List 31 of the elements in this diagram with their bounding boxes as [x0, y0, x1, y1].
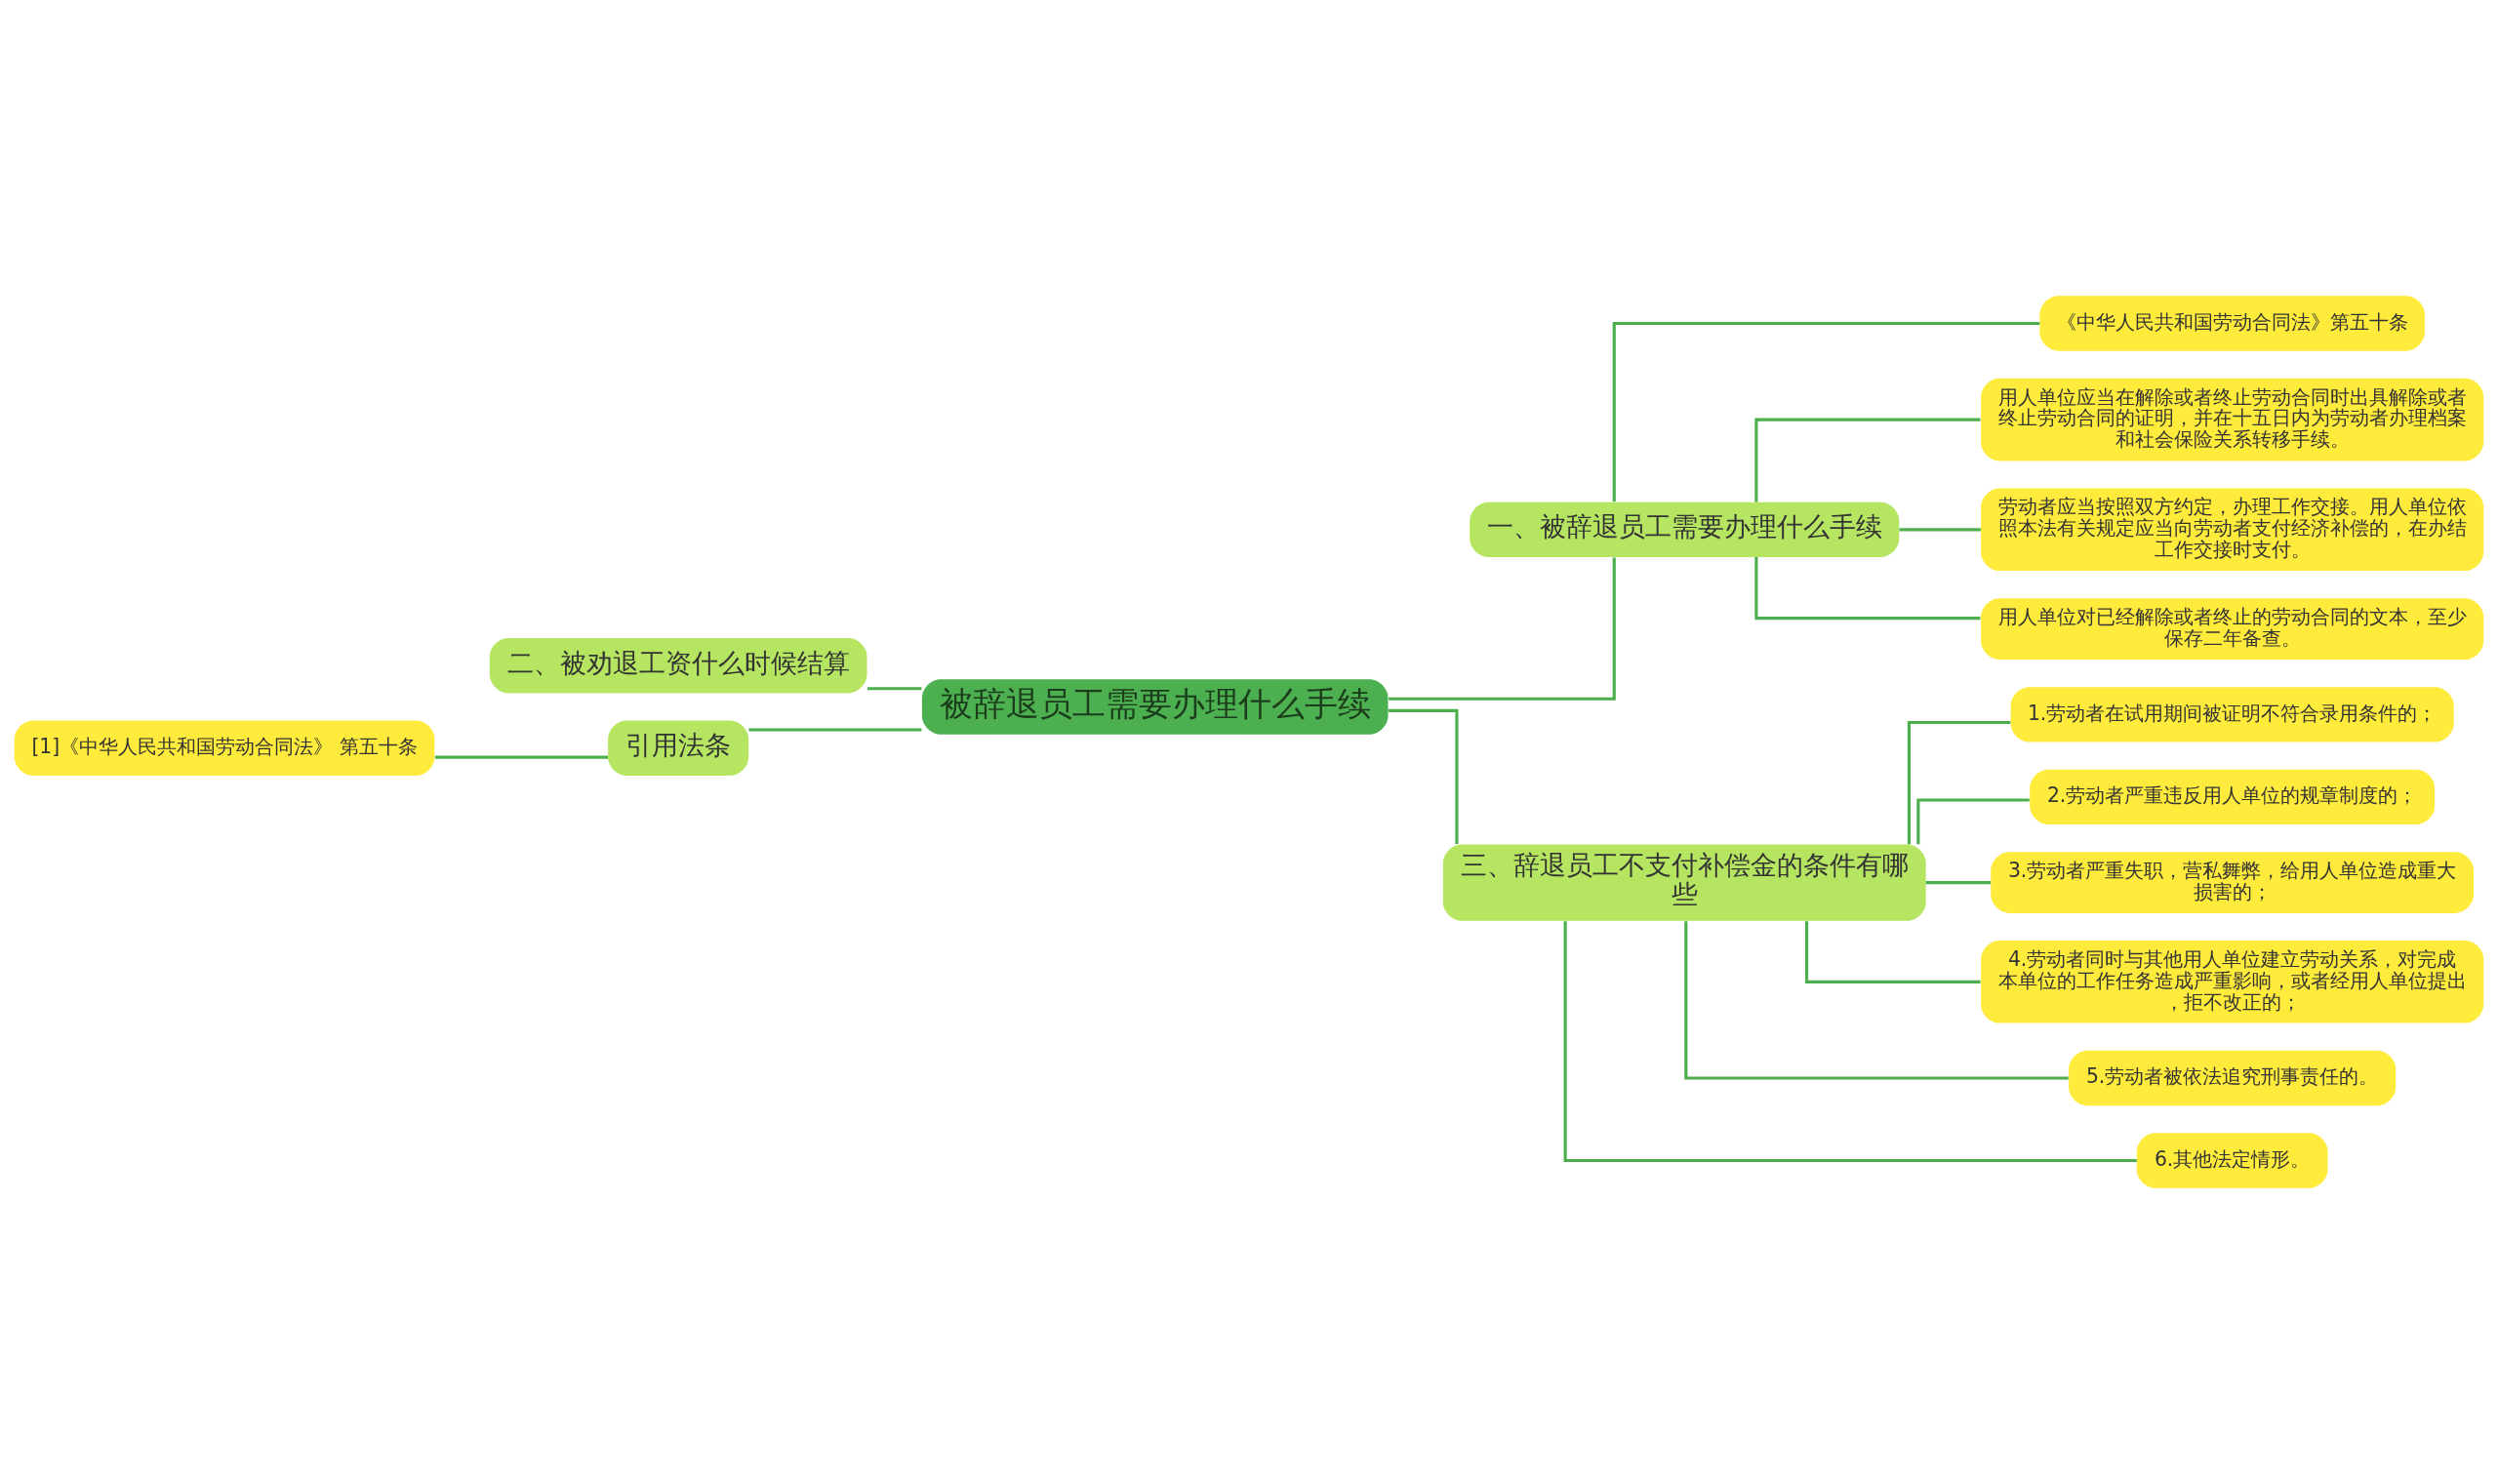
node-box: 劳动者应当按照双方约定，办理工作交接。用人单位依照本法有关规定应当向劳动者支付经济补偿的，在办结工作交接时支付。 — [1981, 488, 2484, 572]
connector — [1612, 321, 2040, 502]
node-box: 引用法条 — [608, 720, 749, 776]
node-box: [1]《中华人民共和国劳动合同法》 第五十条 — [14, 720, 435, 776]
connector — [1754, 418, 1981, 502]
connector — [1925, 881, 1992, 885]
node-box: 《中华人民共和国劳动合同法》第五十条 — [2039, 296, 2425, 351]
node-box: 6.其他法定情形。 — [2136, 1133, 2328, 1188]
connector — [1389, 557, 1616, 701]
connector — [1907, 720, 2011, 845]
node-box: 4.劳动者同时与其他用人单位建立劳动关系，对完成本单位的工作任务造成严重影响，或者经用人单位提出，拒不改正的； — [1981, 941, 2484, 1023]
node-box: 用人单位应当在解除或者终止劳动合同时出具解除或者终止劳动合同的证明，并在十五日内为劳动者办理档案和社会保险关系转移手续。 — [1981, 378, 2484, 461]
connector — [866, 687, 922, 691]
connector — [1388, 708, 1459, 844]
connector — [1754, 557, 1981, 621]
node-box: 一、被辞退员工需要办理什么手续 — [1470, 501, 1900, 558]
node-box: 被辞退员工需要办理什么手续 — [921, 679, 1389, 735]
connector — [748, 728, 922, 732]
node-box: 3.劳动者严重失职，营私舞弊，给用人单位造成重大损害的； — [1991, 852, 2475, 913]
connector — [1563, 921, 2137, 1163]
connector — [434, 755, 608, 759]
connector — [1684, 921, 2069, 1080]
node-box: 2.劳动者严重违反用人单位的规章制度的； — [2030, 769, 2436, 825]
node-box: 5.劳动者被依法追究刑事责任的。 — [2069, 1050, 2397, 1106]
connector — [1805, 921, 1981, 983]
node-box: 1.劳动者在试用期间被证明不符合录用条件的； — [2010, 687, 2454, 742]
connector — [1916, 798, 2030, 845]
connector — [1899, 528, 1981, 532]
node-box: 三、辞退员工不支付补偿金的条件有哪些 — [1442, 844, 1926, 921]
node-box: 用人单位对已经解除或者终止的劳动合同的文本，至少保存二年备查。 — [1981, 598, 2484, 660]
node-box: 二、被劝退工资什么时候结算 — [489, 638, 867, 694]
